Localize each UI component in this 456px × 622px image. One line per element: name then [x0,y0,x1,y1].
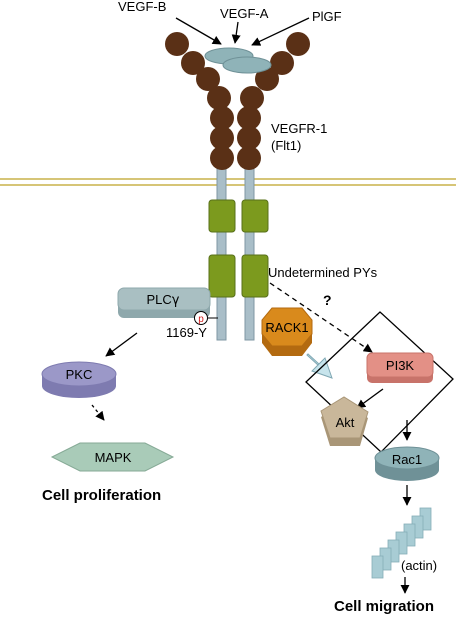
outcome-proliferation: Cell proliferation [42,487,161,504]
plcg-node: PLCγ [117,287,211,318]
undetermined-pys-label: Undetermined PYs [268,265,378,280]
pkc-label: PKC [66,367,93,382]
pkc-node: PKC [41,361,117,398]
akt-label: Akt [336,415,355,430]
ligand-label-vegf-a: VEGF-A [220,6,269,21]
outcome-migration: Cell migration [334,598,434,615]
mapk-node: MAPK [50,442,175,472]
plasma-membrane [0,178,456,186]
plcg-label: PLCγ [147,292,180,308]
question-mark: ? [323,292,332,308]
ligand-label-plgf: PlGF [312,9,342,24]
phospho-site-badge: p [194,311,208,325]
phospho-site-label: 1169-Y [166,325,207,340]
rack1-label: RACK1 [265,320,308,335]
rac1-label: Rac1 [392,452,422,467]
mapk-label: MAPK [95,450,132,465]
actin-filament [371,507,432,579]
undetermined-to-pi3k-arrow [269,282,373,353]
actin-label: (actin) [401,558,437,573]
rac1-node: Rac1 [374,446,440,481]
pi3k-label: PI3K [386,358,415,373]
rack1-node: RACK1 [261,307,313,356]
ligand-dimer [204,47,272,74]
receptor-name: VEGFR-1 [271,121,327,136]
receptor-kinase-segments [208,199,269,298]
receptor-ig-domains [165,32,310,170]
plcg-to-pkc-arrow [105,332,138,357]
phospho-label: p [198,314,204,325]
rack1-to-pi3k-arrow [306,353,333,379]
ligand-label-vegf-b: VEGF-B [118,0,166,14]
akt-node: Akt [320,396,369,446]
pkc-to-mapk-arrow [91,404,105,421]
pi3k-to-akt-arrow [356,388,384,409]
receptor-alias: (Flt1) [271,138,301,153]
pi3k-node: PI3K [366,352,434,383]
ligand-binding-arrows [175,17,310,46]
